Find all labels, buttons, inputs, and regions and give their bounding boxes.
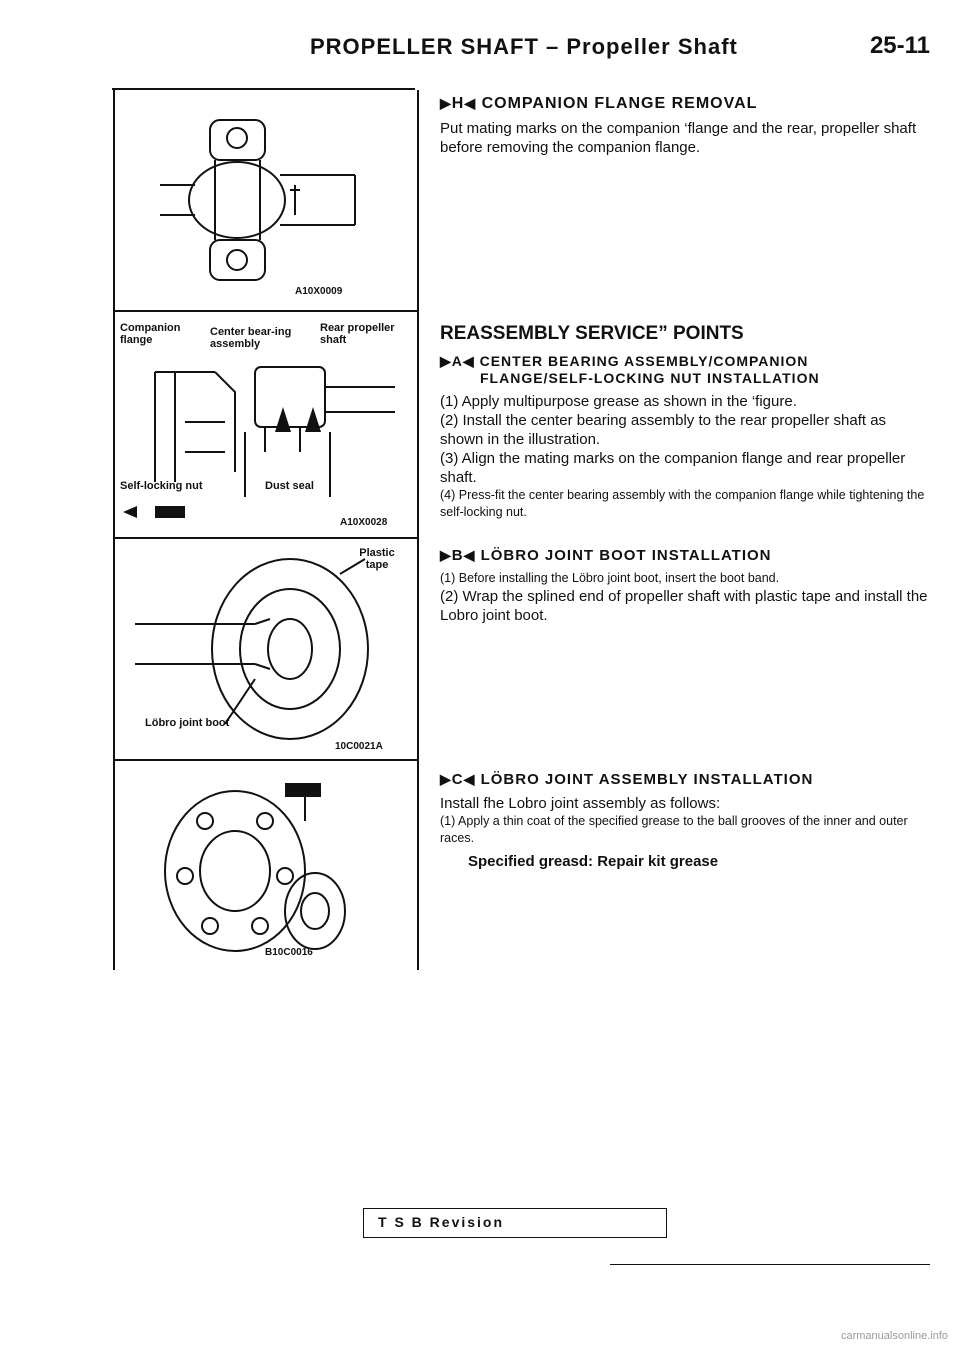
step: (1) Before installing the Löbro joint bo… xyxy=(440,571,780,585)
section-lobro-assembly: ▶C◀ LÖBRO JOINT ASSEMBLY INSTALLATION In… xyxy=(440,771,930,870)
section-title: LÖBRO JOINT BOOT INSTALLATION xyxy=(480,547,772,564)
marker-icon: ▶ xyxy=(440,547,452,563)
label-dust-seal: Dust seal xyxy=(265,480,314,492)
header-rule xyxy=(112,88,415,90)
tsb-label: T S B Revision xyxy=(378,1214,505,1230)
figure-code: A10X0028 xyxy=(340,517,388,528)
page-title: PROPELLER SHAFT – Propeller Shaft xyxy=(310,34,738,59)
section-title-line1: CENTER BEARING ASSEMBLY/COMPANION xyxy=(479,353,809,369)
marker-icon: ▶ xyxy=(440,95,452,111)
watermark: carmanualsonline.info xyxy=(840,1330,948,1342)
grease-gun-icon xyxy=(285,783,321,797)
marker-icon: ◀ xyxy=(462,353,475,369)
section-title: REASSEMBLY SERVICE” POINTS xyxy=(440,323,744,344)
arrow-icon xyxy=(305,407,321,432)
section-marker: H xyxy=(451,95,465,112)
label-self-locking-nut: Self-locking nut xyxy=(120,480,203,492)
section-marker: C xyxy=(451,771,464,788)
specification: Specified greasd: Repair kit grease xyxy=(468,853,719,870)
section-companion-removal: ▶H◀ COMPANION FLANGE REMOVAL Put mating … xyxy=(440,95,930,157)
section-reassembly: REASSEMBLY SERVICE” POINTS xyxy=(440,323,930,345)
label-rear-propeller-shaft: Rear propeller shaft xyxy=(320,322,395,346)
label-center-bearing: Center bear-ing assembly xyxy=(210,326,292,350)
figure-lobro-assembly: B10C0016 xyxy=(115,761,417,968)
section-marker: A xyxy=(451,353,463,369)
step: (3) Align the mating marks on the compan… xyxy=(440,450,906,486)
section-intro: Install fhe Lobro joint assembly as foll… xyxy=(440,795,721,812)
page-header: PROPELLER SHAFT – Propeller Shaft 25-11 xyxy=(300,28,930,68)
step: (4) Press-fit the center bearing assembl… xyxy=(440,488,925,519)
figure-code: B10C0016 xyxy=(265,947,313,958)
marker-icon: ◀ xyxy=(463,771,476,787)
marker-icon: ◀ xyxy=(463,547,476,563)
label-companion-flange: Companion flange xyxy=(120,322,181,346)
grease-gun-icon xyxy=(155,506,185,518)
marker-icon: ◀ xyxy=(464,95,477,111)
step: (2) Wrap the splined end of propeller sh… xyxy=(440,588,928,624)
section-text: Put mating marks on the companion ‘flang… xyxy=(440,120,917,156)
section-marker: B xyxy=(451,547,464,564)
footer-rule xyxy=(610,1264,930,1265)
section-title-line2: FLANGE/SELF-LOCKING NUT INSTALLATION xyxy=(480,370,820,386)
lobro-assembly-illustration xyxy=(164,783,346,952)
step: (1) Apply multipurpose grease as shown i… xyxy=(440,393,797,410)
flange-illustration xyxy=(160,119,356,281)
label-lobro-boot: Löbro joint boot xyxy=(145,717,230,729)
section-lobro-boot: ▶B◀ LÖBRO JOINT BOOT INSTALLATION (1) Be… xyxy=(440,547,930,625)
arrow-icon xyxy=(123,506,137,518)
figure-code: A10X0009 xyxy=(295,286,343,297)
section-title: COMPANION FLANGE REMOVAL xyxy=(481,95,758,112)
figure-center-bearing: Companion flange Center bear-ing assembl… xyxy=(115,312,417,539)
label-plastic-tape: Plastic tape xyxy=(359,547,395,571)
figure-companion-flange: A10X0009 xyxy=(115,90,417,312)
tsb-revision-box: T S B Revision xyxy=(363,1208,667,1238)
marker-icon: ▶ xyxy=(440,353,452,369)
section-center-bearing: ▶A◀ CENTER BEARING ASSEMBLY/COMPANION FL… xyxy=(440,353,930,521)
center-bearing-illustration xyxy=(123,366,395,518)
arrow-icon xyxy=(275,407,291,432)
lobro-boot-illustration xyxy=(135,558,369,740)
marker-icon: ▶ xyxy=(440,771,452,787)
section-title: LÖBRO JOINT ASSEMBLY INSTALLATION xyxy=(480,771,814,788)
figure-lobro-boot: Plastic tape Löbro joint boot 10C0021A xyxy=(115,539,417,761)
step: (2) Install the center bearing assembly … xyxy=(440,412,887,448)
page-number: 25-11 xyxy=(869,32,930,59)
figure-code: 10C0021A xyxy=(335,741,383,752)
step: (1) Apply a thin coat of the specified g… xyxy=(440,814,908,845)
figure-column: A10X0009 Companion flange Center bear-in… xyxy=(113,90,419,970)
